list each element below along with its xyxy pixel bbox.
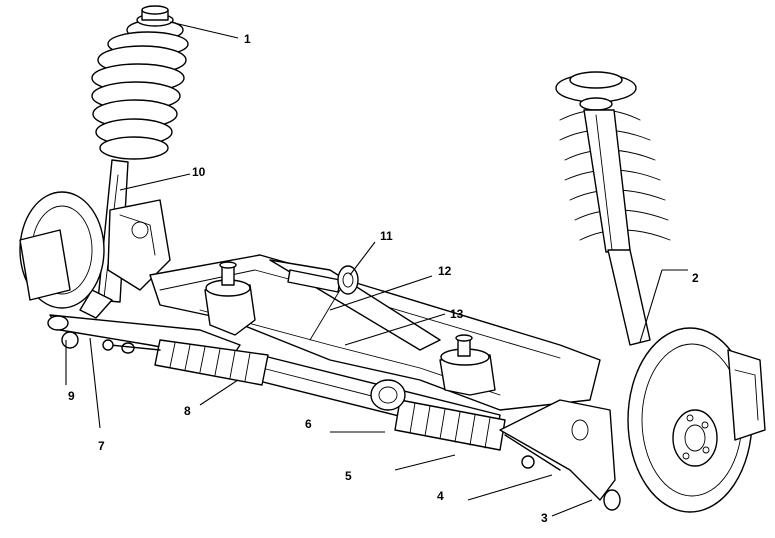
right-coil-spring (555, 71, 671, 253)
callout-3: 3 (541, 511, 548, 525)
right-strut (607, 249, 651, 346)
callout-13: 13 (450, 307, 464, 321)
right-lower-arm (499, 399, 621, 511)
steering-rack (102, 339, 561, 471)
callout-11: 11 (380, 229, 393, 243)
callout-6: 6 (305, 417, 312, 431)
callout-7: 7 (98, 439, 105, 453)
callout-5: 5 (345, 469, 352, 483)
callout-2: 2 (692, 271, 699, 285)
left-brake-disc (19, 191, 171, 309)
callout-4: 4 (437, 489, 444, 503)
steering-shaft (287, 265, 359, 341)
rear-engine-mount (204, 261, 256, 336)
callout-9: 9 (68, 389, 75, 403)
left-coil-spring (91, 5, 189, 160)
callout-10: 10 (192, 165, 206, 179)
callout-12: 12 (438, 264, 452, 278)
leader-lines (65, 21, 688, 517)
right-brake-disc (627, 327, 766, 513)
callout-8: 8 (184, 404, 191, 418)
callout-1: 1 (244, 32, 251, 46)
front-engine-mount (439, 334, 496, 396)
